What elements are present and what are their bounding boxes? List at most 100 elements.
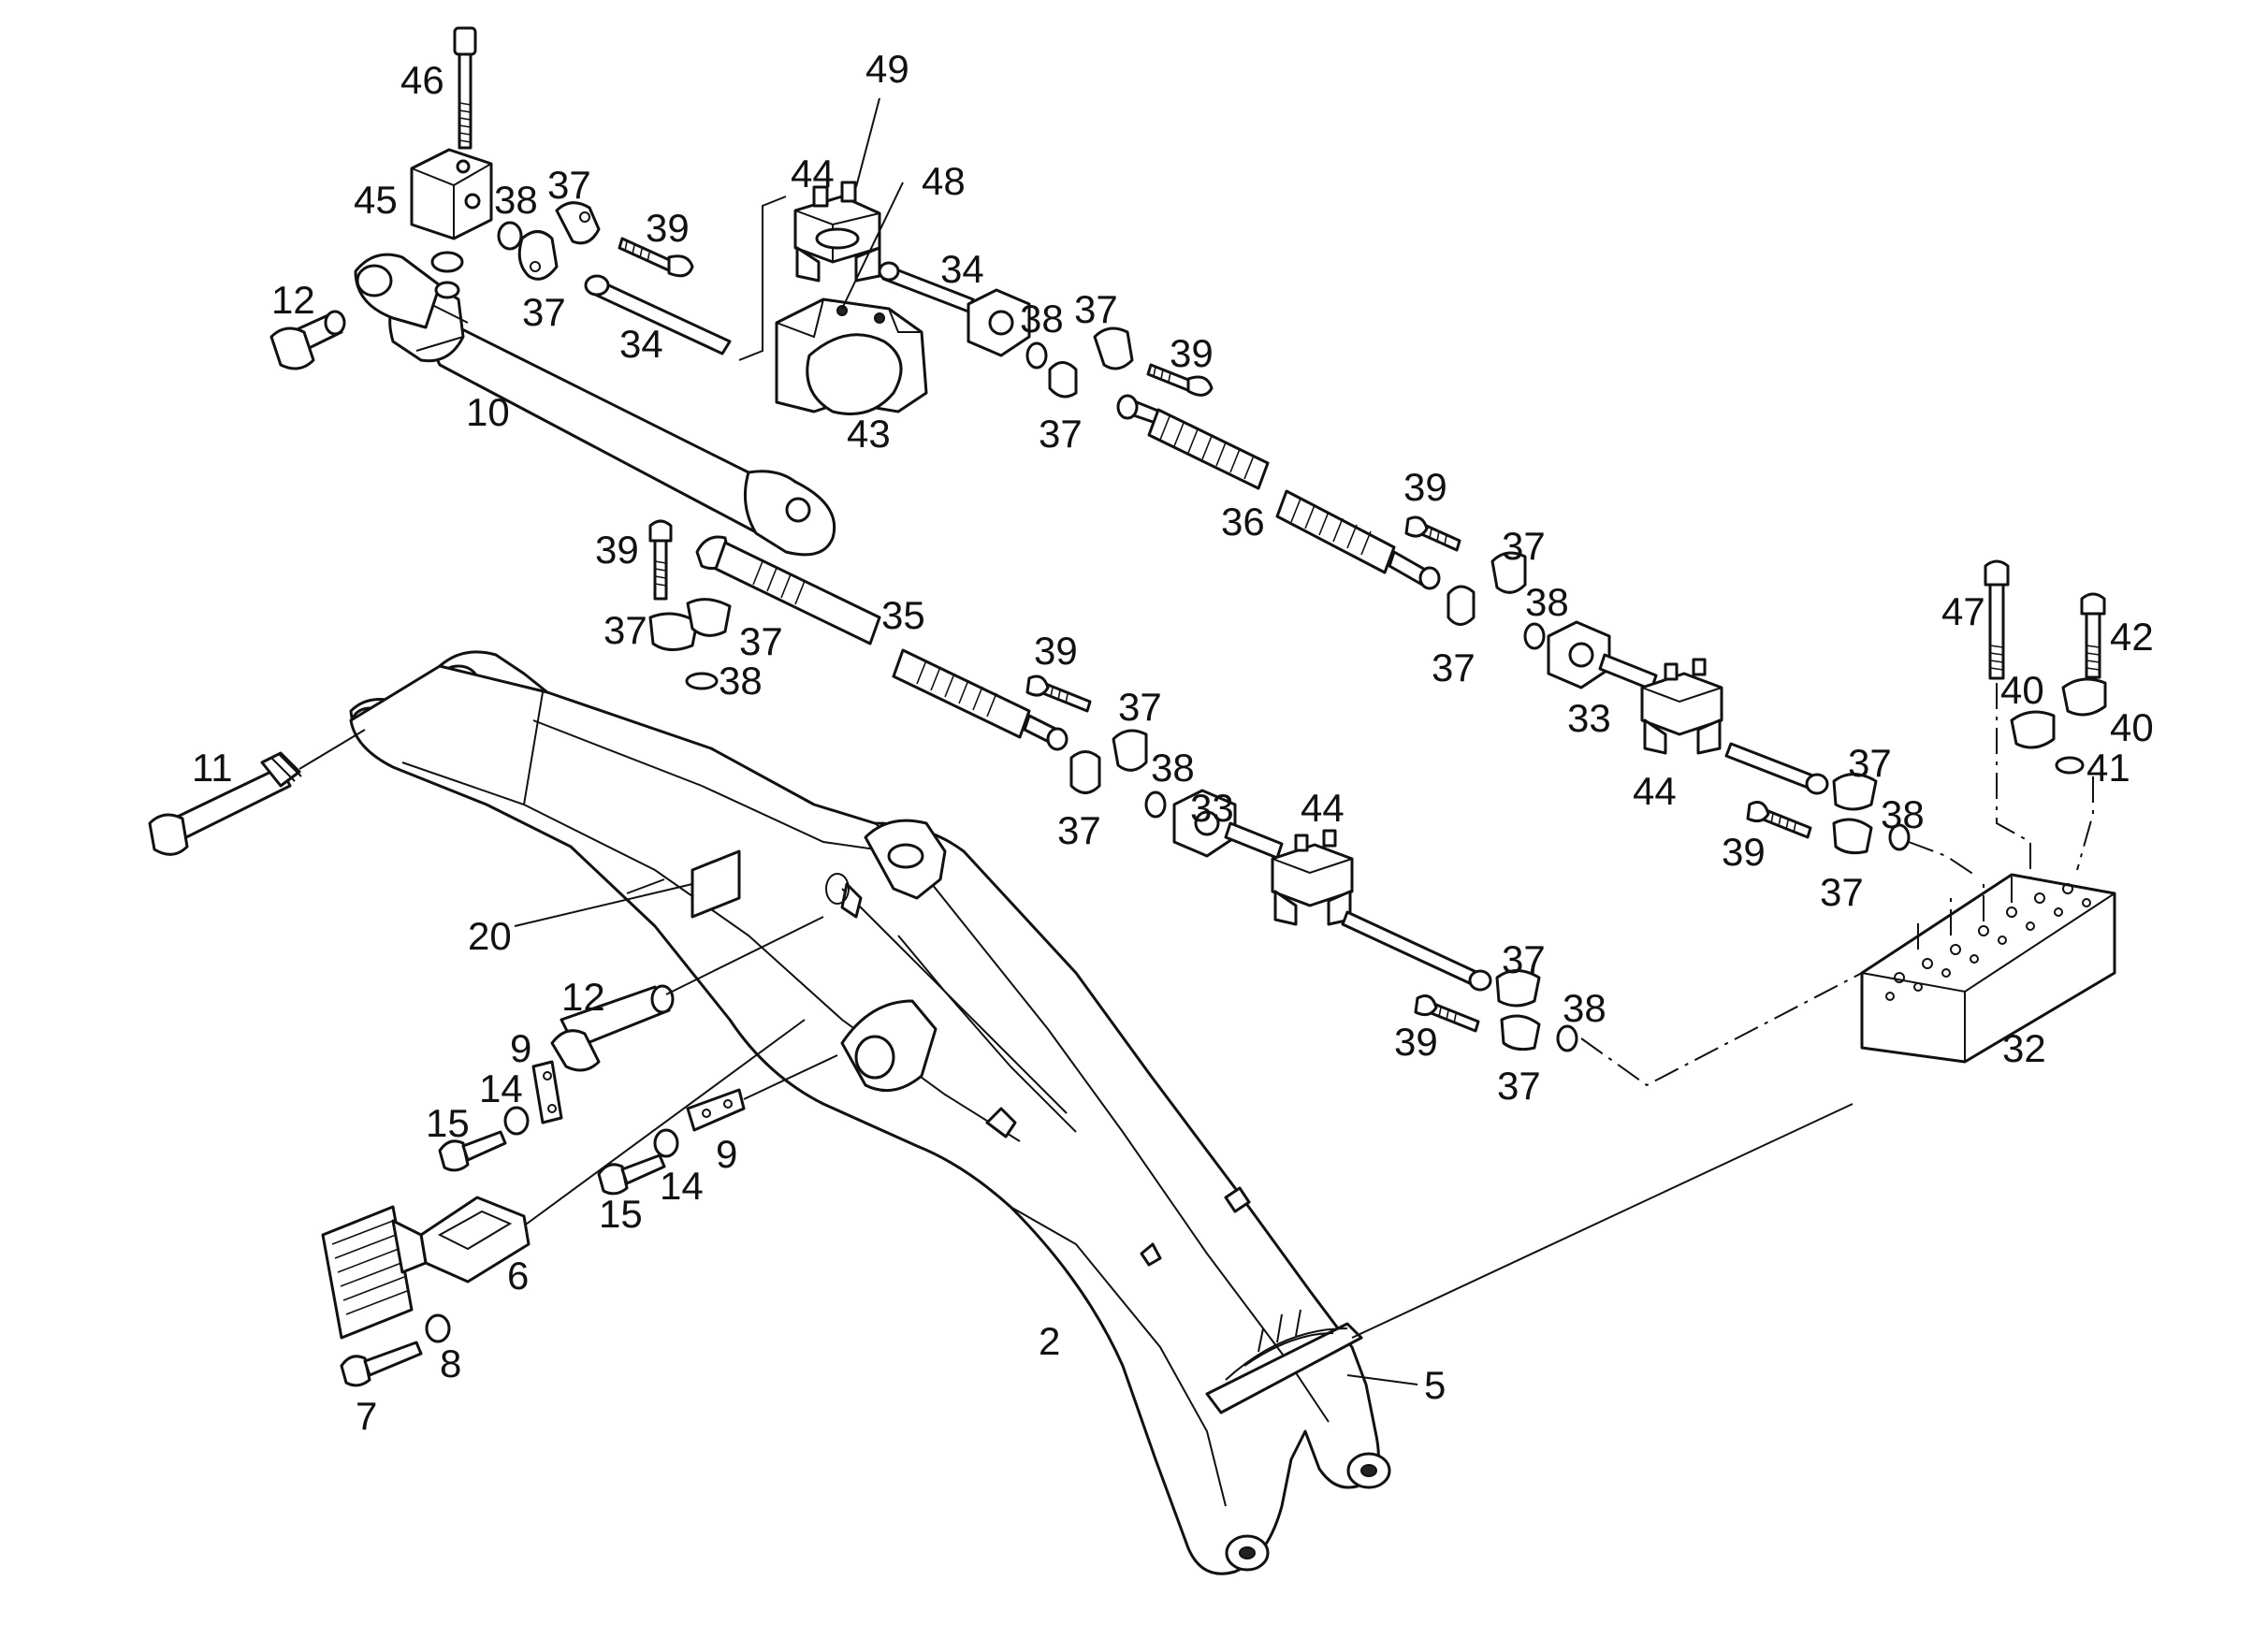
callout-37: 37 (1848, 741, 1892, 785)
pipe-34-top (584, 274, 732, 355)
bolt-39-top (618, 237, 694, 278)
callout-35: 35 (881, 593, 925, 637)
callout-8: 8 (440, 1342, 461, 1385)
bolt-15-right (597, 1153, 666, 1196)
callout-44: 44 (1633, 769, 1677, 813)
washer-38-top (497, 221, 523, 251)
callout-12: 12 (271, 278, 315, 322)
line-hose-guard (1351, 1103, 1854, 1339)
callout-39: 39 (646, 206, 690, 250)
flange-33-lower (1172, 789, 1284, 860)
callout-37: 37 (1432, 645, 1476, 689)
bolt-42 (2080, 592, 2106, 679)
bolt-15-left (438, 1130, 507, 1172)
clamp-37-mid-hose (1069, 729, 1148, 794)
callout-40: 40 (2000, 668, 2044, 712)
callout-32: 32 (2002, 1026, 2046, 1070)
clamp-37-upper-mid (1048, 326, 1134, 399)
callout-47: 47 (1941, 589, 1985, 633)
bolt-39-mid-right (1404, 515, 1461, 552)
boom-arm (349, 650, 1391, 1575)
pipe-34-lower-right (1724, 742, 1829, 795)
washer-14-left (503, 1106, 530, 1136)
callout-38: 38 (1525, 580, 1569, 624)
callout-15: 15 (426, 1101, 470, 1145)
bolt-39-upper-mid (1146, 363, 1214, 397)
callout-10: 10 (466, 390, 510, 434)
callout-44: 44 (791, 152, 835, 196)
callout-34: 34 (619, 322, 663, 366)
clamp-44-lower (1271, 829, 1354, 926)
leader-12-lower (665, 916, 824, 995)
callout-37: 37 (1502, 524, 1546, 568)
callout-11: 11 (192, 746, 233, 790)
leader-48 (841, 181, 904, 310)
bolt-39-lower (1414, 994, 1480, 1033)
callout-39: 39 (595, 528, 639, 572)
callout-38: 38 (1881, 792, 1925, 836)
pin-12-top (269, 310, 346, 370)
callout-37: 37 (1820, 870, 1864, 914)
bolt-39-mid-hose (1025, 674, 1092, 713)
callout-46: 46 (400, 58, 444, 102)
leader-49 (855, 97, 880, 188)
callout-33: 33 (1190, 786, 1234, 830)
callout-9: 9 (716, 1132, 737, 1176)
callout-40: 40 (2110, 705, 2154, 749)
callout-42: 42 (2110, 615, 2154, 659)
control-block-32 (1860, 873, 2116, 1064)
washer-41 (2055, 756, 2085, 775)
callout-39: 39 (1034, 629, 1078, 673)
washer-38-mid-hose (1144, 790, 1167, 819)
clamp-37-right-pair (1832, 773, 1878, 855)
pipe-34-right (878, 261, 1031, 357)
pin-12-lower (550, 984, 675, 1072)
callout-14: 14 (479, 1066, 523, 1110)
leader-5 (1346, 1374, 1418, 1385)
callout-41: 41 (2086, 746, 2130, 790)
line-block-to-38 (1580, 972, 1863, 1087)
callout-37: 37 (1057, 808, 1101, 852)
callout-38: 38 (494, 178, 538, 222)
clamp-40 (2010, 677, 2107, 749)
callout-33: 33 (1567, 696, 1611, 740)
callout-36: 36 (1221, 500, 1265, 544)
flange-33-right (1547, 620, 1658, 691)
clamp-44-right (1640, 658, 1723, 755)
callout-14: 14 (660, 1164, 704, 1208)
clamp-37-left-hose (648, 598, 732, 651)
washer-38-upper-mid (1025, 341, 1048, 370)
hose-35 (695, 535, 1069, 751)
clamp-37-mid-right (1447, 551, 1527, 626)
callout-37: 37 (603, 608, 647, 652)
washer-14-right (653, 1128, 679, 1158)
callout-37: 37 (1502, 937, 1546, 981)
callout-37: 37 (1074, 287, 1118, 331)
line-42-down (2076, 776, 2094, 871)
washer-38-right-pair (1888, 823, 1911, 851)
callout-15: 15 (599, 1192, 643, 1236)
washer-8 (425, 1313, 451, 1343)
callout-38: 38 (1151, 746, 1195, 790)
pin-11 (148, 729, 366, 856)
callout-48: 48 (922, 159, 966, 203)
leader-20 (514, 883, 693, 927)
washer-38-mid-right (1523, 622, 1546, 650)
clamp-37-lower (1495, 969, 1541, 1052)
callout-38: 38 (719, 659, 763, 703)
callout-37: 37 (547, 163, 591, 207)
bolt-47 (1984, 559, 2010, 680)
callout-39: 39 (1403, 465, 1447, 509)
clamp-44-top (793, 181, 881, 283)
callout-38: 38 (1020, 297, 1064, 341)
line-block-to-38-upper (1908, 841, 1975, 876)
callout-12: 12 (561, 975, 605, 1019)
callout-37: 37 (1497, 1064, 1541, 1108)
bolt-7 (340, 1341, 423, 1387)
hose-36 (1116, 394, 1441, 590)
plate-20 (626, 849, 741, 919)
bolt-46 (453, 26, 477, 150)
valve-block-45 (410, 148, 493, 240)
callout-37: 37 (1039, 412, 1083, 456)
